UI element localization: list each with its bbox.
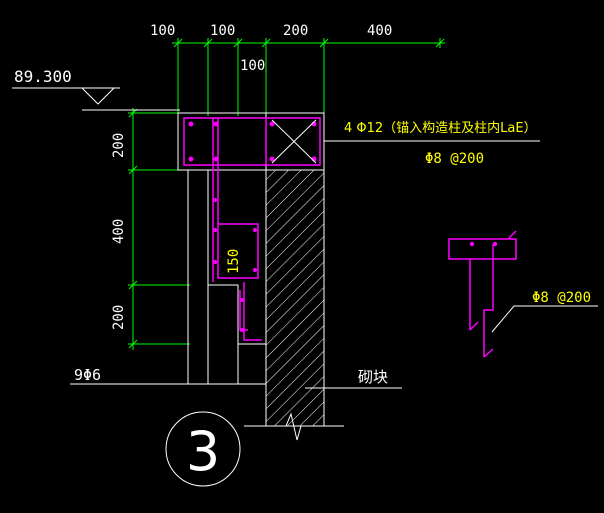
stirrup-detail <box>448 230 517 358</box>
dim-top-100-b: 100 <box>210 23 235 39</box>
detail-number: 3 <box>186 420 220 483</box>
dim-top-100-c: 100 <box>240 58 265 74</box>
dim-left-400: 400 <box>111 219 127 244</box>
elevation-mark <box>12 87 180 111</box>
stirrup-detail-leader <box>491 305 598 333</box>
top-dimension-labels: 100 100 100 200 400 <box>150 23 392 74</box>
detail-number-circle <box>165 411 241 487</box>
inner-dim-150: 150 <box>226 249 242 274</box>
masonry-block-wall <box>244 169 402 441</box>
column-x-mark <box>271 119 317 164</box>
callout-stirrup: Φ8 @200 <box>425 151 484 167</box>
elevation-label: 89.300 <box>14 67 72 86</box>
masonry-label: 砌块 <box>358 368 388 386</box>
left-dimension-labels: 200 400 200 <box>111 133 127 330</box>
rebar-dots <box>188 121 317 332</box>
dim-top-400: 400 <box>367 23 392 39</box>
detail-stirrup-label: Φ8 @200 <box>532 290 591 306</box>
dim-top-200: 200 <box>283 23 308 39</box>
dim-left-200-top: 200 <box>111 133 127 158</box>
callout-main-rebar: 4 Φ12（锚入构造柱及柱内LaE） <box>344 120 537 136</box>
dim-left-200-bottom: 200 <box>111 305 127 330</box>
bottom-rebar-label: 9Φ6 <box>74 366 101 384</box>
left-dimension-chain <box>128 108 190 350</box>
stirrup-detail-dots <box>469 241 498 247</box>
top-dimension-chain <box>172 38 445 116</box>
dim-top-100-a: 100 <box>150 23 175 39</box>
